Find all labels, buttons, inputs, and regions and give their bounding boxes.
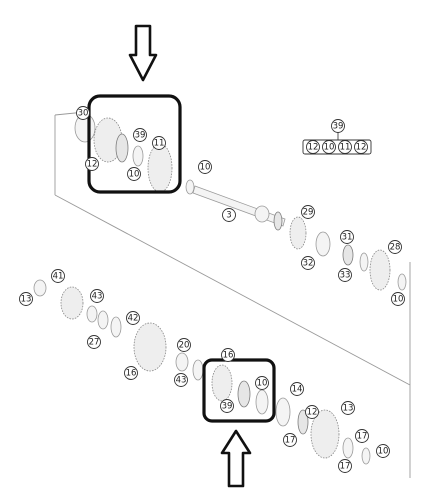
part-set-group [302, 131, 372, 155]
callout-10: 10 [255, 376, 269, 390]
callout-10: 10 [376, 444, 390, 458]
up-arrow-icon [220, 429, 252, 488]
callout-number: 43 [176, 375, 187, 385]
callout-41: 41 [51, 269, 65, 283]
callout-12: 12 [306, 140, 320, 154]
callout-17: 17 [283, 433, 297, 447]
callout-number: 10 [129, 169, 140, 179]
callout-39: 39 [133, 128, 147, 142]
callout-number: 28 [390, 242, 401, 252]
highlight-box-upper [87, 94, 182, 194]
callout-number: 14 [292, 384, 303, 394]
callout-number: 27 [89, 337, 100, 347]
callout-number: 10 [393, 294, 404, 304]
callout-17: 17 [338, 459, 352, 473]
down-arrow-icon [128, 24, 158, 82]
callout-labels: 30 39 11 12 10 10 39 12 10 11 12 3 29 31 28 32 33 10 41 13 4… [19, 106, 405, 473]
callout-number: 41 [53, 271, 64, 281]
callout-30: 30 [76, 106, 90, 120]
callout-number: 10 [378, 446, 389, 456]
callout-number: 31 [342, 232, 353, 242]
callout-number: 42 [128, 313, 139, 323]
callout-11: 11 [338, 140, 352, 154]
callout-number: 33 [340, 270, 351, 280]
callout-43: 43 [90, 289, 104, 303]
callout-number: 17 [285, 435, 296, 445]
callout-13: 13 [341, 401, 355, 415]
callout-number: 30 [78, 108, 89, 118]
callout-number: 43 [92, 291, 103, 301]
callout-number: 17 [340, 461, 351, 471]
callout-number: 12 [307, 407, 318, 417]
callout-29: 29 [301, 205, 315, 219]
highlight-box-lower [202, 358, 276, 423]
callout-39: 39 [331, 119, 345, 133]
callout-number: 39 [135, 130, 146, 140]
callout-33: 33 [338, 268, 352, 282]
callout-13: 13 [19, 292, 33, 306]
callout-number: 17 [357, 431, 368, 441]
callout-number: 13 [21, 294, 32, 304]
callout-10: 10 [198, 160, 212, 174]
callout-number: 11 [154, 138, 165, 148]
callout-number: 13 [343, 403, 354, 413]
callout-16: 16 [124, 366, 138, 380]
callout-number: 10 [200, 162, 211, 172]
callout-number: 39 [333, 121, 344, 131]
callout-32: 32 [301, 256, 315, 270]
callout-number: 10 [257, 378, 268, 388]
callout-number: 16 [223, 350, 234, 360]
callout-3: 3 [222, 208, 236, 222]
callout-14: 14 [290, 382, 304, 396]
callout-number: 10 [324, 142, 335, 152]
callout-28: 28 [388, 240, 402, 254]
callout-number: 12 [356, 142, 367, 152]
callout-31: 31 [340, 230, 354, 244]
callout-12: 12 [354, 140, 368, 154]
callout-number: 12 [308, 142, 319, 152]
callout-20: 20 [177, 338, 191, 352]
callout-11: 11 [152, 136, 166, 150]
frame-lines [54, 111, 411, 478]
callout-43: 43 [174, 373, 188, 387]
callout-number: 20 [179, 340, 190, 350]
callout-number: 39 [222, 401, 233, 411]
callout-39: 39 [220, 399, 234, 413]
callout-10: 10 [391, 292, 405, 306]
callout-number: 3 [226, 210, 231, 220]
callout-10: 10 [127, 167, 141, 181]
callout-12: 12 [85, 157, 99, 171]
callout-number: 29 [303, 207, 314, 217]
callout-27: 27 [87, 335, 101, 349]
callout-16: 16 [221, 348, 235, 362]
callout-12: 12 [305, 405, 319, 419]
callout-17: 17 [355, 429, 369, 443]
lower-shaft-assembly [33, 279, 371, 465]
callout-42: 42 [126, 311, 140, 325]
callout-number: 12 [87, 159, 98, 169]
callout-number: 11 [340, 142, 351, 152]
callout-number: 32 [303, 258, 314, 268]
callout-10: 10 [322, 140, 336, 154]
upper-shaft-assembly [74, 113, 407, 291]
callout-number: 16 [126, 368, 137, 378]
